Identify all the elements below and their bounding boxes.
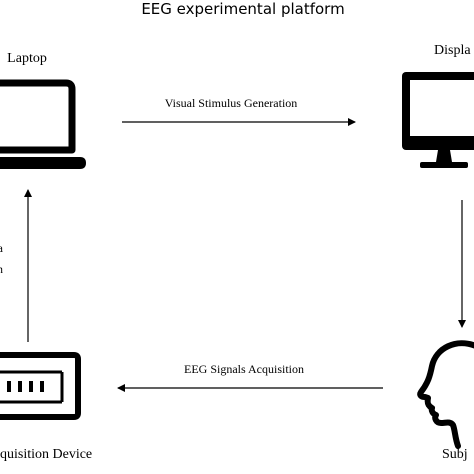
edge-label-visual-stimulus: Visual Stimulus Generation xyxy=(165,96,298,110)
edge-label-device-to-laptop-line1: a xyxy=(0,241,4,255)
diagram-title: EEG experimental platform xyxy=(141,0,344,18)
subject-node: Subj xyxy=(417,340,474,462)
edge-label-eeg-signals: EEG Signals Acquisition xyxy=(184,362,304,376)
display-label: Displa xyxy=(434,43,471,58)
acquisition-device-node: quisition Device xyxy=(0,352,92,462)
edge-device-to-laptop: a n xyxy=(0,189,32,342)
subject-label: Subj xyxy=(442,447,468,462)
acquisition-device-label: quisition Device xyxy=(0,447,92,462)
acquisition-device-icon xyxy=(0,352,81,420)
edge-laptop-to-display: Visual Stimulus Generation xyxy=(122,96,356,126)
laptop-icon xyxy=(0,79,86,169)
head-silhouette-icon xyxy=(417,340,474,449)
monitor-icon xyxy=(402,72,474,168)
display-node: Displa xyxy=(402,43,474,168)
laptop-node: Laptop xyxy=(0,51,86,169)
edge-label-device-to-laptop-line2: n xyxy=(0,262,3,276)
laptop-label: Laptop xyxy=(7,51,47,66)
edge-subject-to-device: EEG Signals Acquisition xyxy=(117,362,383,392)
